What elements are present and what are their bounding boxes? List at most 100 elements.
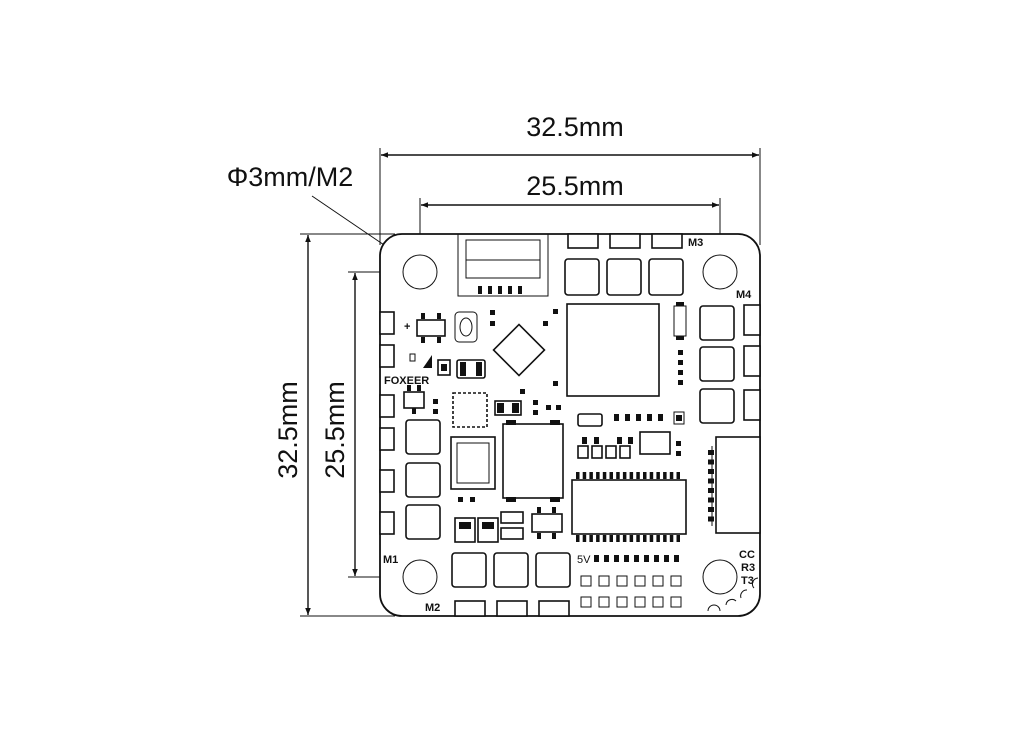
tssop-pin bbox=[596, 535, 600, 542]
tssop-pin bbox=[616, 472, 620, 479]
top-edge-pads bbox=[567, 233, 683, 249]
status-leds bbox=[437, 359, 486, 379]
dimension-labels: 32.5mm 25.5mm Φ3mm/M2 32.5mm 25.5mm bbox=[227, 112, 624, 479]
connector-pin bbox=[708, 516, 714, 522]
tssop-pin bbox=[602, 472, 607, 479]
label-cc: CC bbox=[739, 549, 755, 561]
tssop-pin bbox=[636, 535, 640, 542]
smd-resistor bbox=[654, 555, 659, 562]
bottom-edge-pads bbox=[454, 600, 570, 617]
tssop-pin bbox=[602, 535, 607, 542]
smd-resistor bbox=[604, 555, 609, 562]
mount-hole-top-right bbox=[702, 254, 738, 290]
side-connector bbox=[711, 436, 761, 534]
inductor bbox=[450, 436, 496, 490]
smd-resistor bbox=[594, 555, 599, 562]
hole-width-label: 25.5mm bbox=[526, 171, 624, 201]
tssop-pin bbox=[629, 535, 634, 542]
crystal-area bbox=[577, 411, 685, 459]
tssop-pin bbox=[643, 472, 647, 479]
label-5v: 5V bbox=[577, 554, 591, 566]
label-brand: FOXEER bbox=[384, 375, 429, 387]
bottom-small-pads bbox=[580, 575, 682, 608]
label-m2: M2 bbox=[425, 602, 440, 614]
left-mosfet-column bbox=[405, 419, 441, 540]
tssop-chip bbox=[571, 479, 687, 535]
tssop-pin bbox=[589, 472, 593, 479]
connector-pin bbox=[708, 450, 714, 455]
mount-hole-bottom-right bbox=[702, 559, 738, 595]
tssop-pin bbox=[596, 472, 600, 479]
mount-hole-bottom-left bbox=[402, 559, 438, 595]
left-regulator bbox=[409, 313, 446, 368]
mcu-chip bbox=[566, 303, 660, 397]
label-m1: M1 bbox=[383, 554, 398, 566]
hole-callout-label: Φ3mm/M2 bbox=[227, 162, 354, 192]
bottom-regulator bbox=[531, 507, 563, 539]
flight-controller-board: M3 M4 M1 M2 FOXEER 5V CC R3 T3 + bbox=[379, 233, 761, 617]
label-m4: M4 bbox=[736, 289, 752, 301]
baro-caps bbox=[494, 400, 522, 416]
boot-button bbox=[454, 311, 478, 343]
tssop-pin bbox=[576, 472, 580, 479]
bottom-right-castellations bbox=[707, 577, 759, 612]
overall-height-label: 32.5mm bbox=[273, 381, 303, 479]
tssop-pin bbox=[622, 535, 627, 542]
smd-resistor bbox=[614, 555, 619, 562]
connector-pins bbox=[708, 450, 714, 522]
connector-pin bbox=[708, 459, 714, 465]
passive-components bbox=[490, 302, 687, 415]
osd-chip bbox=[502, 423, 564, 499]
smd-resistor bbox=[674, 555, 679, 562]
tssop-pin bbox=[636, 472, 640, 479]
tssop-pin bbox=[649, 535, 654, 542]
tssop-pin bbox=[609, 535, 613, 542]
tssop-pin bbox=[663, 472, 667, 479]
smd-resistor bbox=[624, 555, 629, 562]
bottom-mosfet-row bbox=[451, 552, 571, 588]
smd-resistor bbox=[634, 555, 639, 562]
tssop-pin bbox=[669, 535, 674, 542]
hole-height-label: 25.5mm bbox=[320, 381, 350, 479]
tssop-pin bbox=[643, 535, 647, 542]
tssop-pin bbox=[582, 472, 587, 479]
smd-resistor bbox=[664, 555, 669, 562]
tssop-pin bbox=[589, 535, 593, 542]
tssop-pin bbox=[656, 535, 660, 542]
right-mosfet-column bbox=[699, 305, 735, 424]
lower-caps bbox=[454, 497, 524, 543]
barometer-chip bbox=[452, 392, 488, 428]
usb-connector bbox=[457, 233, 549, 297]
connector-pin bbox=[708, 488, 714, 493]
tssop-pin bbox=[663, 535, 667, 542]
label-r3: R3 bbox=[741, 562, 755, 574]
label-t3: T3 bbox=[741, 575, 754, 587]
tssop-pin bbox=[582, 535, 587, 542]
tssop-pins bbox=[576, 472, 680, 542]
right-edge-pads bbox=[743, 304, 761, 421]
connector-pin bbox=[708, 507, 714, 512]
gyro-chip bbox=[492, 323, 546, 377]
mount-hole-top-left bbox=[402, 254, 438, 290]
connector-pin bbox=[708, 469, 714, 474]
top-mosfet-row bbox=[564, 258, 684, 296]
tssop-pin bbox=[616, 535, 620, 542]
label-plus: + bbox=[404, 321, 410, 333]
tssop-pin bbox=[576, 535, 580, 542]
overall-width-label: 32.5mm bbox=[526, 112, 624, 142]
left-small-parts bbox=[403, 385, 438, 414]
smd-resistor bbox=[644, 555, 649, 562]
tssop-pin bbox=[676, 535, 680, 542]
tssop-pin bbox=[629, 472, 634, 479]
connector-pin bbox=[708, 478, 714, 484]
tssop-pin bbox=[622, 472, 627, 479]
tssop-pin bbox=[649, 472, 654, 479]
left-edge-pads bbox=[379, 311, 395, 535]
tssop-pin bbox=[676, 472, 680, 479]
bottom-resistors bbox=[594, 555, 679, 562]
tssop-pin bbox=[656, 472, 660, 479]
connector-pin bbox=[708, 497, 714, 503]
tssop-pin bbox=[669, 472, 674, 479]
label-m3: M3 bbox=[688, 237, 703, 249]
